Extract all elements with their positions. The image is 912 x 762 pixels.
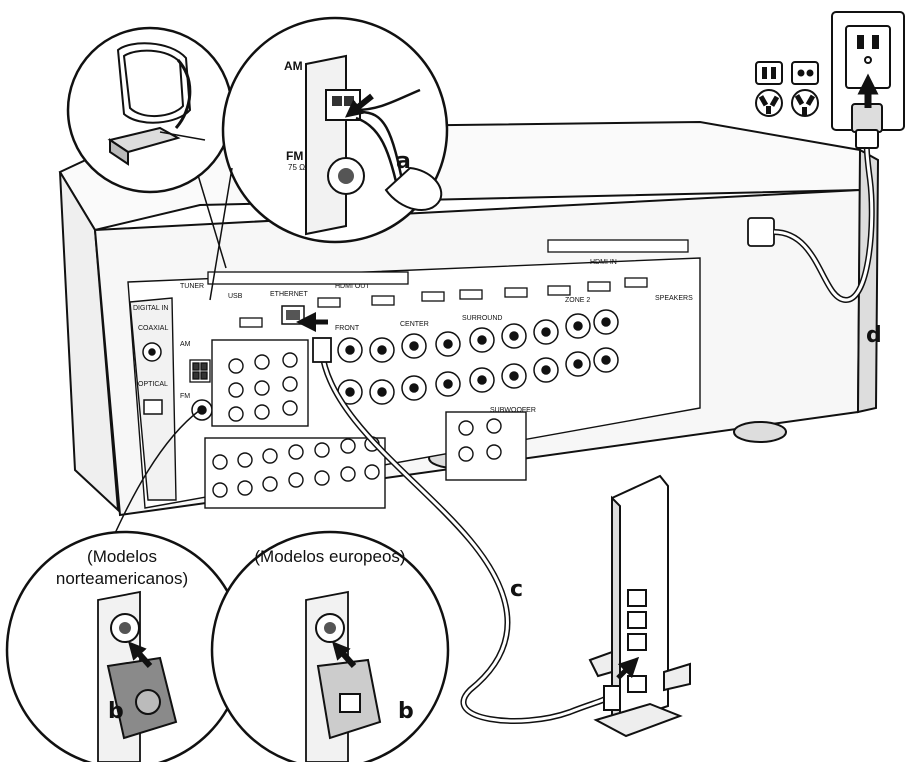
callout-a: a bbox=[396, 149, 411, 174]
panel-fm-label: FM bbox=[180, 393, 190, 400]
subwoofer-label: SUBWOOFER bbox=[490, 407, 536, 414]
caption-europe: (Modelos europeos) bbox=[254, 547, 405, 566]
inset-hand bbox=[384, 166, 443, 211]
pre-out-block bbox=[445, 411, 527, 481]
panel-fm-jack bbox=[191, 399, 213, 421]
callout-d: d bbox=[866, 323, 882, 348]
optical-jack bbox=[143, 399, 163, 415]
arrow-am bbox=[344, 93, 374, 118]
fm-inset-north-america bbox=[5, 409, 245, 762]
inset-fm-sub: 75 Ω bbox=[288, 163, 305, 172]
top-handle-left bbox=[207, 271, 409, 285]
am-loop-antenna-inset bbox=[66, 26, 234, 194]
optical-label: OPTICAL bbox=[138, 381, 168, 388]
rca-inputs bbox=[204, 339, 386, 509]
am-connection-inset: AM FM 75 Ω bbox=[221, 16, 449, 244]
surround-label: SURROUND bbox=[462, 315, 502, 322]
inset-am-label: AM bbox=[284, 59, 303, 73]
coaxial-label: COAXIAL bbox=[138, 325, 168, 332]
router bbox=[588, 474, 691, 738]
top-handle-right bbox=[547, 239, 689, 253]
hdmi-in-label: HDMI IN bbox=[590, 259, 617, 266]
panel-am-terminal bbox=[189, 359, 211, 383]
coaxial-jack bbox=[142, 342, 162, 362]
digital-in-label: DIGITAL IN bbox=[133, 305, 168, 312]
callout-b-left: b bbox=[108, 699, 124, 724]
arrow-fm-eu bbox=[332, 641, 357, 668]
inset-fm-label: FM bbox=[286, 149, 303, 163]
inset-am-terminal bbox=[325, 89, 361, 121]
arrow-router bbox=[616, 656, 640, 680]
fm-inset-europe bbox=[210, 530, 450, 762]
wall-outlet bbox=[831, 11, 905, 149]
speaker-terminals bbox=[337, 309, 619, 405]
caption-na-line2: norteamericanos) bbox=[56, 569, 188, 588]
arrow-fm-na bbox=[128, 641, 153, 668]
ethernet-port-inner bbox=[286, 310, 300, 320]
hdmi-ports bbox=[317, 277, 648, 308]
usb-label: USB bbox=[228, 293, 243, 300]
hdmi-out-label: HDMI OUT bbox=[335, 283, 370, 290]
front-label: FRONT bbox=[335, 325, 360, 332]
callout-b-right: b bbox=[398, 699, 414, 724]
inset-leader-2 bbox=[209, 167, 233, 301]
usb-port bbox=[239, 317, 263, 328]
inset-leader-1 bbox=[197, 174, 227, 269]
lan-plug-receiver bbox=[312, 337, 332, 363]
speakers-label: SPEAKERS bbox=[655, 295, 693, 302]
callout-c: c bbox=[510, 577, 523, 602]
panel-am-label: AM bbox=[180, 341, 191, 348]
ethernet-label: ETHERNET bbox=[270, 291, 308, 298]
center-label: CENTER bbox=[400, 321, 429, 328]
power-inlet bbox=[747, 217, 775, 247]
zone2-label: ZONE 2 bbox=[565, 297, 590, 304]
plug-types-icon bbox=[755, 61, 819, 117]
caption-na-line1: (Modelos bbox=[87, 547, 157, 566]
tuner-label: TUNER bbox=[180, 283, 204, 290]
